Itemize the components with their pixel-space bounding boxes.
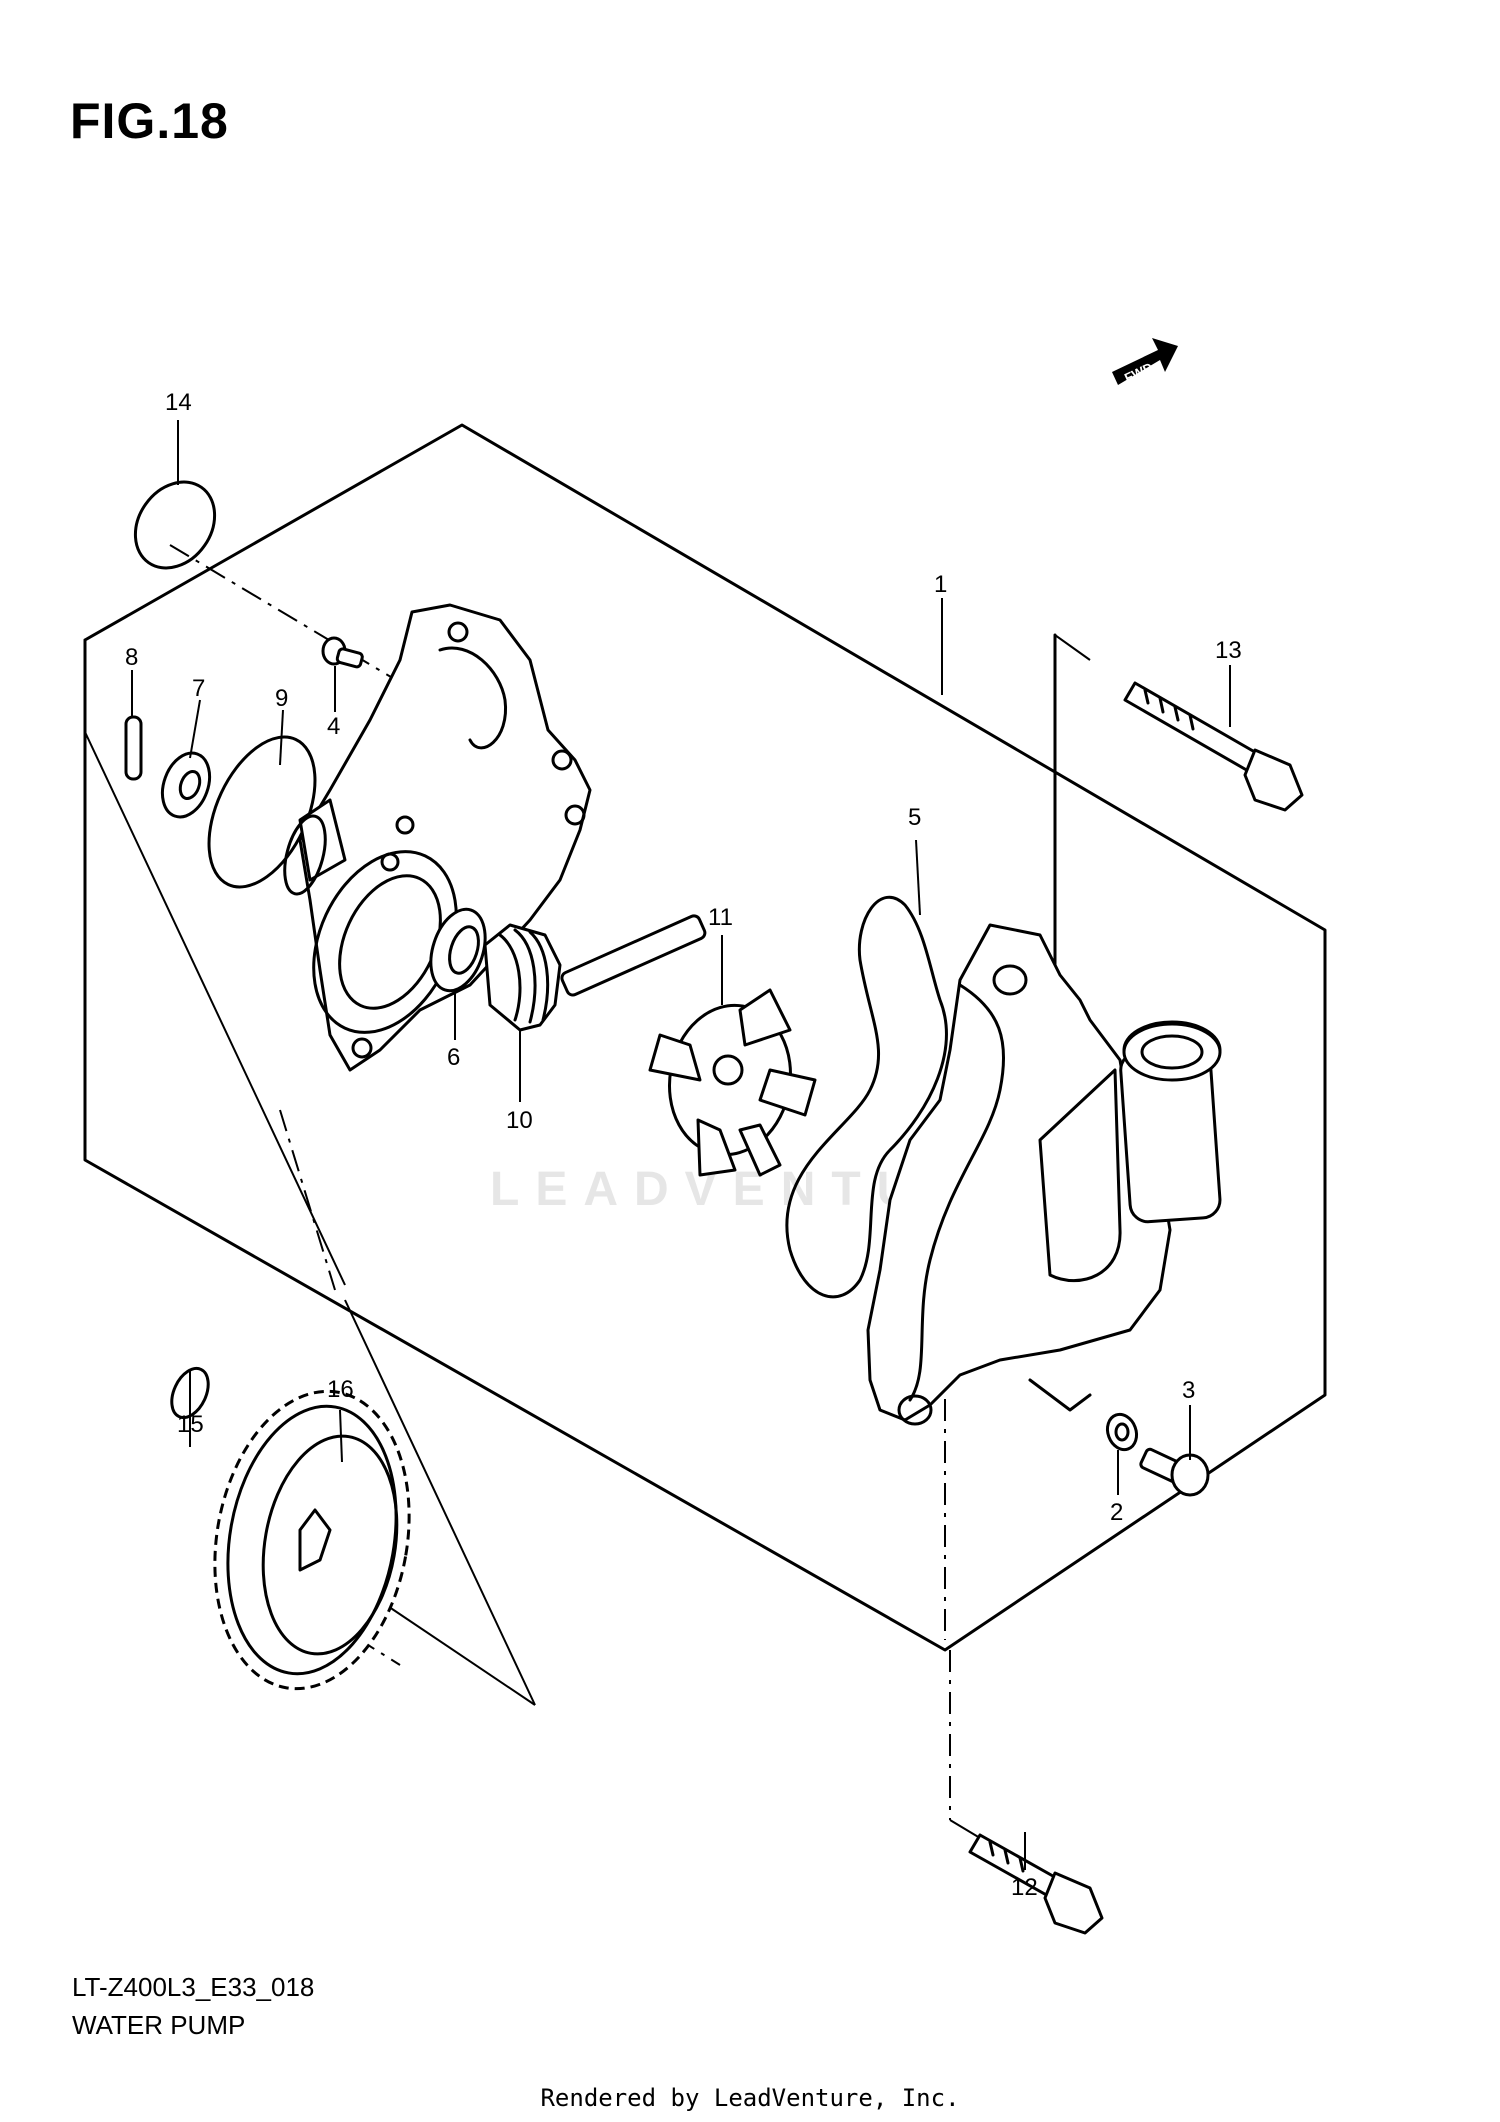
- callout-10: 10: [506, 1107, 533, 1134]
- alignment-line: [279, 1109, 336, 1291]
- bolt-13: [1123, 681, 1304, 812]
- rendered-by-credit: Rendered by LeadVenture, Inc.: [540, 2084, 960, 2112]
- svg-text:FWD: FWD: [1122, 359, 1155, 385]
- washer-2: [1105, 1412, 1139, 1452]
- callout-14: 14: [165, 389, 192, 416]
- circlip-15: [170, 1366, 210, 1420]
- diagram-title: WATER PUMP: [72, 2010, 246, 2040]
- callout-5: 5: [908, 804, 921, 831]
- leader-16: [339, 1409, 343, 1463]
- pump-cover-1: [866, 923, 1222, 1426]
- bolt-12-guide: [949, 1819, 981, 1839]
- callout-9: 9: [275, 685, 288, 712]
- callout-7: 7: [192, 675, 205, 702]
- callout-13: 13: [1215, 637, 1242, 664]
- callout-12: 12: [1011, 1874, 1038, 1901]
- callout-2: 2: [1110, 1499, 1123, 1526]
- gear-bracket-line: [84, 731, 346, 1286]
- o-ring-5: [785, 895, 948, 1299]
- mechanical-seal-10: [483, 914, 707, 1032]
- callout-1: 1: [934, 571, 947, 598]
- callout-6: 6: [447, 1044, 460, 1071]
- leader-7: [189, 699, 201, 759]
- circlip-14: [133, 480, 217, 570]
- leader-5: [915, 839, 921, 916]
- dowel-pin-8: [124, 715, 143, 781]
- callout-16: 16: [327, 1376, 354, 1403]
- washer-7: [160, 751, 212, 819]
- bolt-4: [321, 636, 364, 669]
- bolt-12: [968, 1833, 1104, 1935]
- callout-15: 15: [177, 1411, 204, 1438]
- fwd-arrow-icon: FWD: [1112, 338, 1178, 386]
- leader-9: [279, 709, 284, 766]
- callout-3: 3: [1182, 1377, 1195, 1404]
- callout-4: 4: [327, 713, 340, 740]
- bolt-13-guide: [1054, 634, 1091, 661]
- oil-seal-6: [429, 907, 487, 993]
- callout-11: 11: [708, 904, 733, 931]
- callout-8: 8: [125, 644, 138, 671]
- impeller-11: [648, 988, 817, 1177]
- pump-case-inner: [283, 603, 592, 1072]
- bolt-3: [1139, 1447, 1210, 1497]
- assembly-outline: [83, 423, 1327, 1652]
- figure-title: FIG.18: [70, 93, 229, 149]
- diagram-code: LT-Z400L3_E33_018: [72, 1972, 315, 2002]
- pump-drive-gear-16: [213, 1389, 411, 1691]
- gear-bracket-line: [344, 1299, 536, 1706]
